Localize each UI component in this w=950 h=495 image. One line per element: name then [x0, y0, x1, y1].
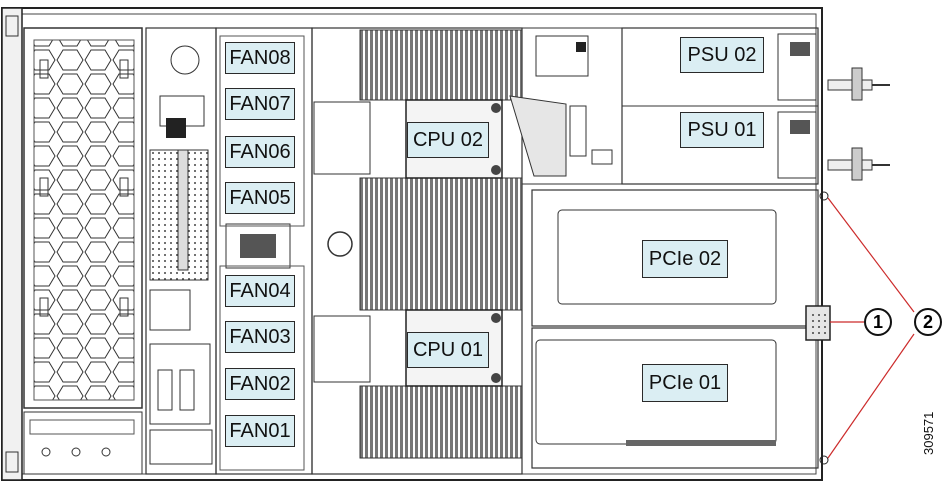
- fan06-label: FAN06: [225, 136, 295, 168]
- fan07-label: FAN07: [225, 88, 295, 120]
- fan02-label: FAN02: [225, 368, 295, 400]
- cpu01-label: CPU 01: [407, 332, 489, 368]
- psu01-label: PSU 01: [680, 112, 764, 148]
- cpu02-label: CPU 02: [407, 122, 489, 158]
- fan08-label: FAN08: [225, 42, 295, 74]
- fan05-label: FAN05: [225, 182, 295, 214]
- figure-id: 309571: [921, 411, 936, 455]
- fan01-label: FAN01: [225, 415, 295, 447]
- fan04-label: FAN04: [225, 275, 295, 307]
- psu02-label: PSU 02: [680, 37, 764, 73]
- pcie01-label: PCIe 01: [642, 364, 728, 402]
- pcie02-label: PCIe 02: [642, 240, 728, 278]
- callout-2: 2: [914, 308, 942, 336]
- callout-1: 1: [864, 308, 892, 336]
- fan03-label: FAN03: [225, 321, 295, 353]
